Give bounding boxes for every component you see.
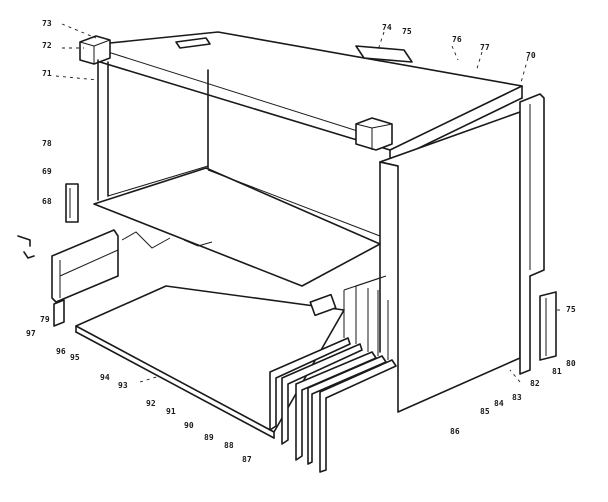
ref-numeral-81: 81 [552,367,562,376]
left-hardware [17,183,79,259]
ref-numeral-84: 84 [494,399,504,408]
ref-numeral-74: 74 [382,23,392,32]
front-panel-set [269,275,397,473]
ref-numeral-73: 73 [42,19,52,28]
leader-lines [55,23,560,383]
ref-numeral-71: 71 [42,69,52,78]
ref-numeral-90: 90 [184,421,194,430]
ref-numeral-75: 75 [402,27,412,36]
middle-shelf [93,165,381,287]
top-rail-left [175,37,211,49]
ref-numeral-91: 91 [166,407,176,416]
ref-numeral-85: 85 [480,407,490,416]
ref-numeral-68: 68 [42,197,52,206]
ref-numeral-79: 79 [40,315,50,324]
left-lower-bracket [51,229,119,327]
ref-numeral-77: 77 [480,43,490,52]
ref-numeral-75-right: 75 [566,305,576,314]
ref-numeral-87: 87 [242,455,252,464]
ref-numeral-92: 92 [146,399,156,408]
ref-numeral-93: 93 [118,381,128,390]
reference-numerals: 73 72 71 74 75 76 77 70 78 69 68 97 79 9… [26,19,576,464]
corner-bracket-middle [355,117,393,151]
right-frame-strip [519,93,545,375]
top-rail-right [355,45,413,63]
ref-numeral-83: 83 [512,393,522,402]
ref-numeral-94: 94 [100,373,110,382]
ref-numeral-88: 88 [224,441,234,450]
ref-numeral-72: 72 [42,41,52,50]
left-frame-post [97,59,209,201]
ref-numeral-69: 69 [42,167,52,176]
ref-numeral-97: 97 [26,329,36,338]
corner-bracket-top-left [79,35,111,65]
ref-numeral-78: 78 [42,139,52,148]
right-side-wall [379,111,521,413]
right-bracket [539,291,557,361]
ref-numeral-95: 95 [70,353,80,362]
ref-numeral-80: 80 [566,359,576,368]
ref-numeral-86: 86 [450,427,460,436]
ref-numeral-76: 76 [452,35,462,44]
ref-numeral-89: 89 [204,433,214,442]
ref-numeral-96: 96 [56,347,66,356]
ref-numeral-82: 82 [530,379,540,388]
ref-numeral-70: 70 [526,51,536,60]
inner-hardware [121,231,337,317]
